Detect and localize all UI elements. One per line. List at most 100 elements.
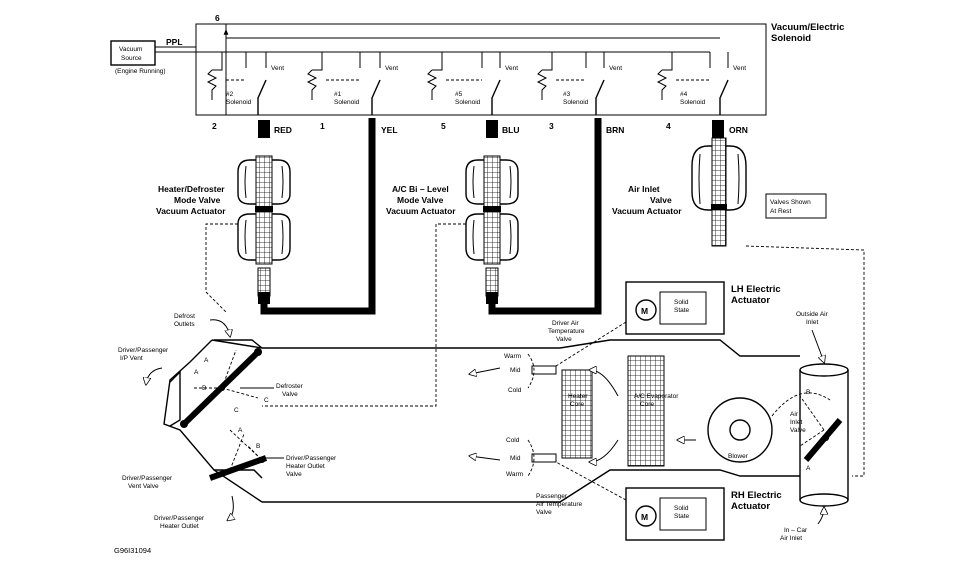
air-inlet-valve: B A Air Inlet Valve	[771, 363, 849, 507]
svg-text:Mid: Mid	[510, 367, 521, 374]
svg-text:A: A	[204, 357, 209, 364]
svg-text:A: A	[238, 427, 243, 434]
svg-text:Driver/Passenger: Driver/Passenger	[118, 347, 169, 354]
svg-text:Valve: Valve	[286, 471, 302, 478]
svg-text:Vent: Vent	[271, 65, 284, 72]
ac-bi-level-actuator	[465, 155, 519, 265]
svg-text:Vent: Vent	[385, 65, 398, 72]
svg-text:Core: Core	[570, 401, 584, 408]
svg-text:Outlets: Outlets	[174, 321, 195, 328]
svg-text:In – Car: In – Car	[784, 527, 808, 534]
svg-text:Vent: Vent	[609, 65, 622, 72]
svg-text:M: M	[641, 306, 648, 316]
ppl-label: PPL	[166, 37, 183, 47]
svg-text:A/C Evaporator: A/C Evaporator	[634, 393, 679, 400]
yel-label: YEL	[381, 125, 398, 135]
svg-text:#1: #1	[334, 91, 342, 98]
svg-text:Vacuum Actuator: Vacuum Actuator	[156, 206, 226, 216]
svg-text:Driver/Passenger: Driver/Passenger	[286, 455, 337, 462]
yel-hose	[260, 118, 376, 315]
svg-text:Vacuum Actuator: Vacuum Actuator	[386, 206, 456, 216]
svg-text:Solenoid: Solenoid	[334, 99, 360, 106]
svg-text:#5: #5	[455, 91, 463, 98]
valves-at-rest-note: Valves Shown At Rest	[765, 193, 827, 219]
driver-temp-valve: Warm Mid Cold	[470, 353, 557, 394]
solenoid-1: Vent #1 Solenoid 1	[306, 52, 398, 131]
evaporator-core	[627, 355, 665, 467]
svg-text:Cold: Cold	[506, 437, 520, 444]
svg-text:4: 4	[666, 121, 671, 131]
svg-text:Valve: Valve	[790, 427, 806, 434]
svg-text:Solenoid: Solenoid	[680, 99, 706, 106]
svg-text:Air Inlet: Air Inlet	[628, 184, 660, 194]
defroster-valve	[181, 348, 262, 427]
svg-text:Warm: Warm	[506, 471, 523, 478]
svg-text:3: 3	[549, 121, 554, 131]
svg-text:Vent: Vent	[733, 65, 746, 72]
duct-assembly	[163, 339, 800, 503]
svg-text:Defroster: Defroster	[276, 383, 304, 390]
svg-text:Defrost: Defrost	[174, 313, 195, 320]
passenger-temp-valve: Cold Mid Warm	[470, 437, 557, 478]
svg-text:Inlet: Inlet	[806, 319, 818, 326]
svg-text:Blower: Blower	[728, 453, 749, 460]
svg-text:I/P Vent: I/P Vent	[120, 355, 143, 362]
svg-text:Air Temperature: Air Temperature	[536, 501, 583, 508]
svg-text:Source: Source	[121, 55, 142, 62]
svg-text:Core: Core	[640, 401, 654, 408]
red-connector	[258, 120, 270, 138]
svg-text:Solid: Solid	[674, 299, 689, 306]
svg-text:Heater Outlet: Heater Outlet	[286, 463, 325, 470]
solenoid-4: Vent #4 Solenoid 4	[656, 52, 746, 131]
vent-valve-pivot	[180, 420, 188, 428]
svg-text:#4: #4	[680, 91, 688, 98]
air-inlet-actuator	[691, 137, 747, 247]
svg-text:Mode Valve: Mode Valve	[397, 195, 444, 205]
svg-text:LH Electric: LH Electric	[731, 284, 781, 295]
orn-connector	[712, 120, 724, 138]
solenoid-2: Vent #2 Solenoid 2	[206, 52, 284, 131]
svg-text:Temperature: Temperature	[548, 328, 585, 335]
svg-text:Mid: Mid	[510, 455, 521, 462]
svg-text:(Engine Running): (Engine Running)	[115, 68, 166, 75]
svg-text:Vent: Vent	[505, 65, 518, 72]
orn-label: ORN	[729, 125, 748, 135]
svg-text:C: C	[234, 407, 239, 414]
port-6-label: 6	[215, 13, 220, 23]
solenoid-title-2: Solenoid	[771, 33, 811, 44]
svg-text:Air Inlet: Air Inlet	[780, 535, 802, 542]
svg-text:Driver/Passenger: Driver/Passenger	[154, 515, 205, 522]
svg-text:State: State	[674, 513, 690, 520]
rh-electric-actuator: M Solid State RH Electric Actuator	[625, 487, 782, 541]
svg-text:A: A	[194, 369, 199, 376]
svg-text:B: B	[234, 371, 238, 378]
heater-outlet-valve	[208, 429, 268, 481]
heater-core	[561, 369, 593, 459]
svg-text:Actuator: Actuator	[731, 295, 770, 306]
blu-connector	[486, 120, 498, 138]
svg-text:State: State	[674, 307, 690, 314]
svg-text:B: B	[256, 443, 260, 450]
svg-text:RH Electric: RH Electric	[731, 490, 782, 501]
svg-text:B: B	[202, 385, 206, 392]
svg-text:Vent Valve: Vent Valve	[128, 483, 159, 490]
svg-text:M: M	[641, 512, 648, 522]
svg-text:Warm: Warm	[504, 353, 521, 360]
svg-text:Cold: Cold	[508, 387, 522, 394]
svg-text:Valves Shown: Valves Shown	[770, 199, 811, 206]
svg-text:Solenoid: Solenoid	[226, 99, 252, 106]
red-label: RED	[274, 125, 292, 135]
svg-text:Outside Air: Outside Air	[796, 311, 829, 318]
blower: Blower	[707, 397, 773, 463]
vacuum-source: Vacuum Source (Engine Running)	[110, 40, 166, 75]
svg-text:A: A	[806, 465, 811, 472]
svg-text:Solid: Solid	[674, 505, 689, 512]
svg-text:1: 1	[320, 121, 325, 131]
svg-text:Valve: Valve	[282, 391, 298, 398]
svg-text:#2: #2	[226, 91, 234, 98]
svg-text:Valve: Valve	[536, 509, 552, 516]
svg-text:B: B	[806, 389, 810, 396]
lh-electric-actuator: M Solid State LH Electric Actuator	[625, 281, 781, 335]
svg-text:A/C Bi – Level: A/C Bi – Level	[392, 184, 449, 194]
